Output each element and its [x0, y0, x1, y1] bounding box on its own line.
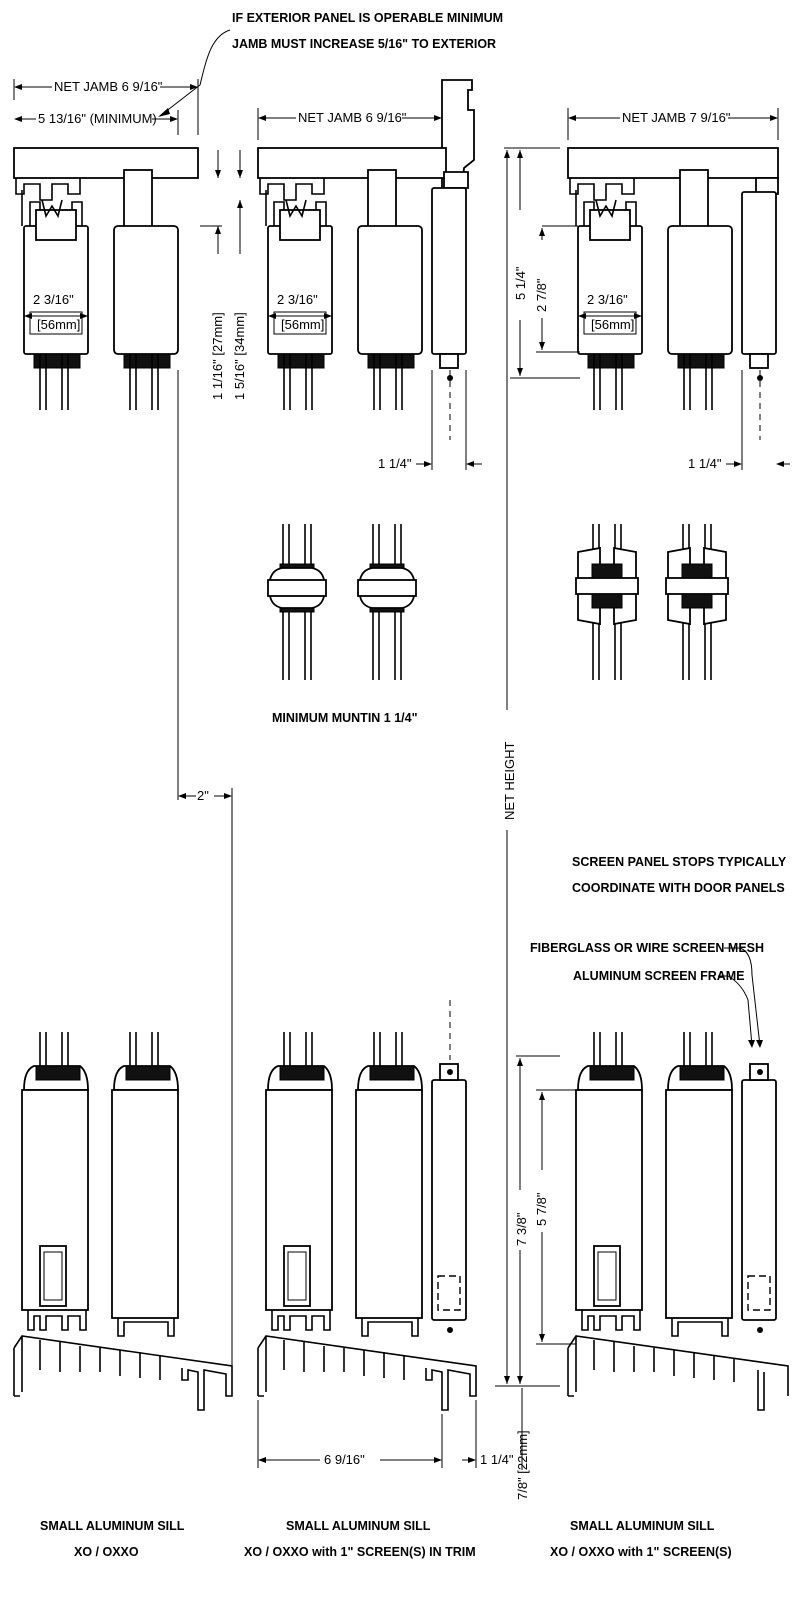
dim-screen-offset-b: 1 1/4" [378, 456, 412, 471]
dim-head-total: 5 1/4" [513, 266, 528, 300]
dim-net-jamb-b: NET JAMB 6 9/16" [298, 110, 407, 125]
note-minimum-muntin: MINIMUM MUNTIN 1 1/4" [272, 711, 418, 725]
dim-panel-width-c: 2 3/16" [587, 292, 628, 307]
note-exterior-operable-1: IF EXTERIOR PANEL IS OPERABLE MINIMUM [232, 11, 503, 25]
dim-net-jamb-c: NET JAMB 7 9/16" [622, 110, 731, 125]
title-b-line1: SMALL ALUMINUM SILL [286, 1519, 431, 1533]
title-b-line2: XO / OXXO with 1" SCREEN(S) IN TRIM [244, 1545, 476, 1559]
dim-sill-total: 7 3/8" [514, 1212, 529, 1246]
dim-panel-mm-b: [56mm] [281, 317, 324, 332]
dim-sill-depth: 6 9/16" [324, 1452, 365, 1467]
dim-sill-glass: 5 7/8" [534, 1192, 549, 1226]
detail-b-head: NET JAMB 6 9/16" 2 3/16" [56mm] 1 1/4" [257, 79, 482, 471]
detail-a-head: NET JAMB 6 9/16" 5 13/16" (MINIMUM) 2 3/… [13, 79, 247, 410]
dim-sill-screen: 1 1/4" [480, 1452, 514, 1467]
dim-min-jamb: 5 13/16" (MINIMUM) [38, 111, 157, 126]
detail-b-sill: 6 9/16" 1 1/4" [257, 1000, 514, 1468]
dim-head-glass: 2 7/8" [534, 278, 549, 312]
note-aluminum-frame: ALUMINUM SCREEN FRAME [573, 969, 745, 983]
detail-c-head: NET JAMB 7 9/16" 2 3/16" [56mm] 1 1/4" 5… [504, 108, 790, 471]
note-screen-stops-2: COORDINATE WITH DOOR PANELS [572, 881, 785, 895]
dim-head-a: 1 1/16" [27mm] [210, 312, 225, 400]
dim-panel-width-a: 2 3/16" [33, 292, 74, 307]
title-c-line1: SMALL ALUMINUM SILL [570, 1519, 715, 1533]
title-a-line2: XO / OXXO [74, 1545, 139, 1559]
title-a-line1: SMALL ALUMINUM SILL [40, 1519, 185, 1533]
dim-net-height: NET HEIGHT [502, 741, 517, 820]
detail-a-sill [13, 1032, 233, 1411]
note-fiberglass-mesh: FIBERGLASS OR WIRE SCREEN MESH [530, 941, 764, 955]
dim-sill-below: 7/8" [22mm] [515, 1430, 530, 1500]
dim-panel-mm-c: [56mm] [591, 317, 634, 332]
title-c-line2: XO / OXXO with 1" SCREEN(S) [550, 1545, 732, 1559]
note-exterior-operable-2: JAMB MUST INCREASE 5/16" TO EXTERIOR [232, 37, 496, 51]
dim-head-b: 1 5/16" [34mm] [232, 312, 247, 400]
dim-screen-offset-c: 1 1/4" [688, 456, 722, 471]
note-leader [159, 29, 231, 117]
note-screen-stops-1: SCREEN PANEL STOPS TYPICALLY [572, 855, 787, 869]
dim-panel-mm-a: [56mm] [37, 317, 80, 332]
dim-panel-width-b: 2 3/16" [277, 292, 318, 307]
dim-net-jamb-a: NET JAMB 6 9/16" [54, 79, 163, 94]
muntins [267, 524, 729, 680]
detail-c-sill: 7 3/8" 5 7/8" 7/8" [22mm] [514, 1032, 789, 1500]
dim-two-inch: 2" [197, 788, 209, 803]
